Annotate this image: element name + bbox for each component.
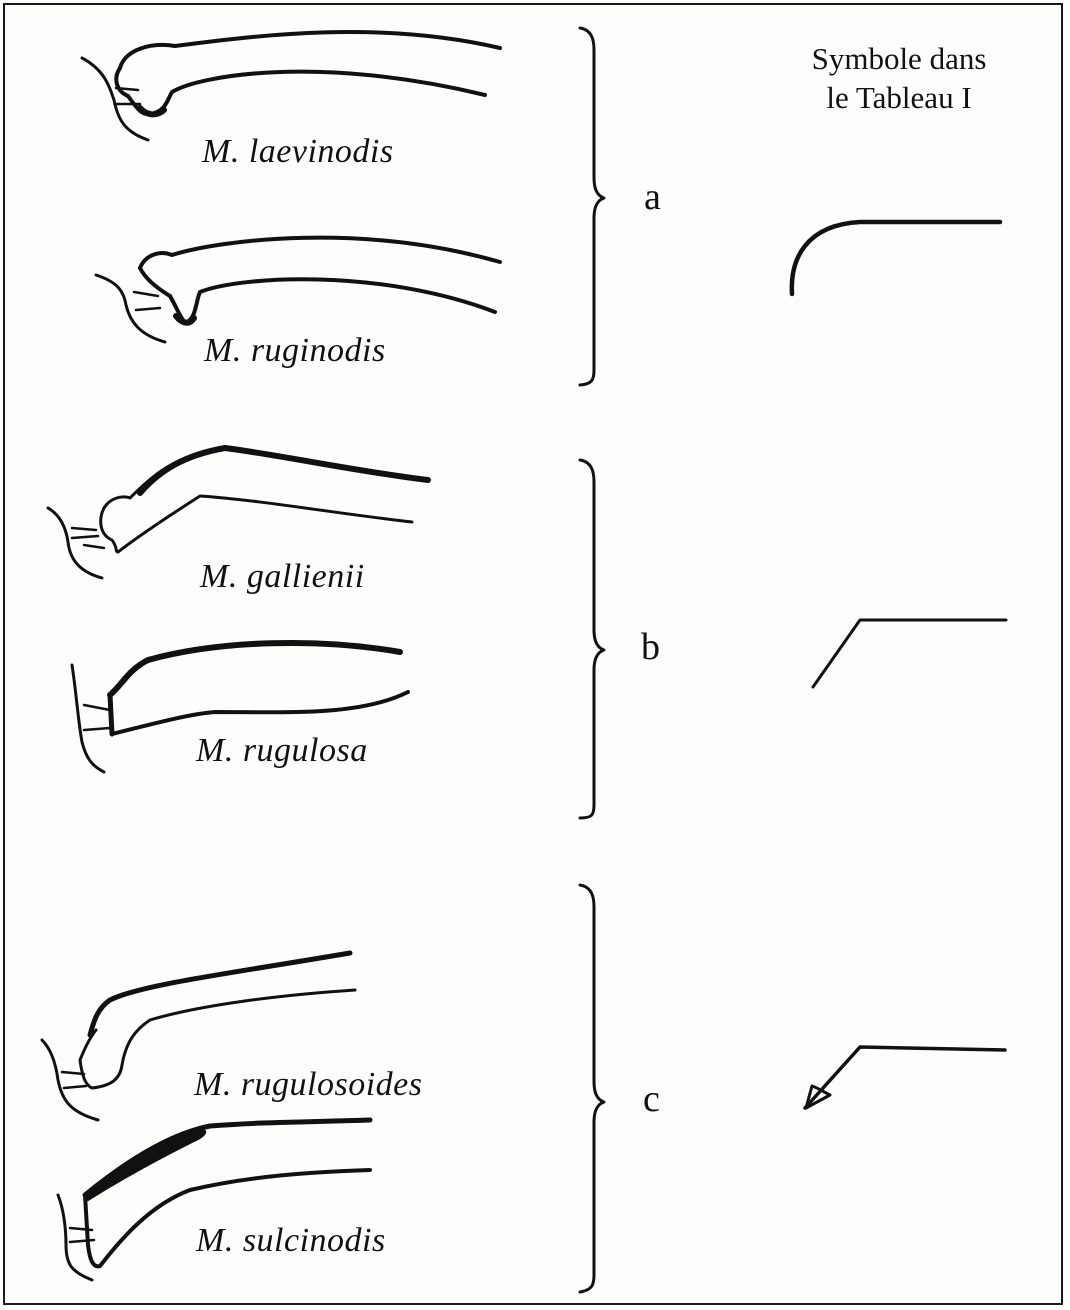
symbol-a xyxy=(792,222,1000,294)
group-label-b: b xyxy=(641,628,660,666)
legend-header: Symbole dans le Tableau I xyxy=(794,40,1004,118)
legend-line-2: le Tableau I xyxy=(794,79,1004,118)
brace-b xyxy=(580,460,604,818)
drawing-laevinodis xyxy=(82,32,500,140)
brace-a xyxy=(580,28,604,385)
species-label-gallienii: M. gallienii xyxy=(200,560,365,594)
group-label-a: a xyxy=(644,178,661,216)
species-label-sulcinodis: M. sulcinodis xyxy=(196,1224,386,1258)
species-label-rugulosoides: M. rugulosoides xyxy=(194,1068,423,1102)
legend-line-1: Symbole dans xyxy=(794,40,1004,79)
species-label-laevinodis: M. laevinodis xyxy=(202,135,394,169)
symbol-c xyxy=(805,1047,1005,1108)
species-label-rugulosa: M. rugulosa xyxy=(196,734,368,768)
brace-c xyxy=(580,885,604,1292)
drawing-ruginodis xyxy=(96,238,500,342)
symbol-b xyxy=(813,620,1006,687)
group-label-c: c xyxy=(643,1080,660,1118)
species-label-ruginodis: M. ruginodis xyxy=(204,334,386,368)
